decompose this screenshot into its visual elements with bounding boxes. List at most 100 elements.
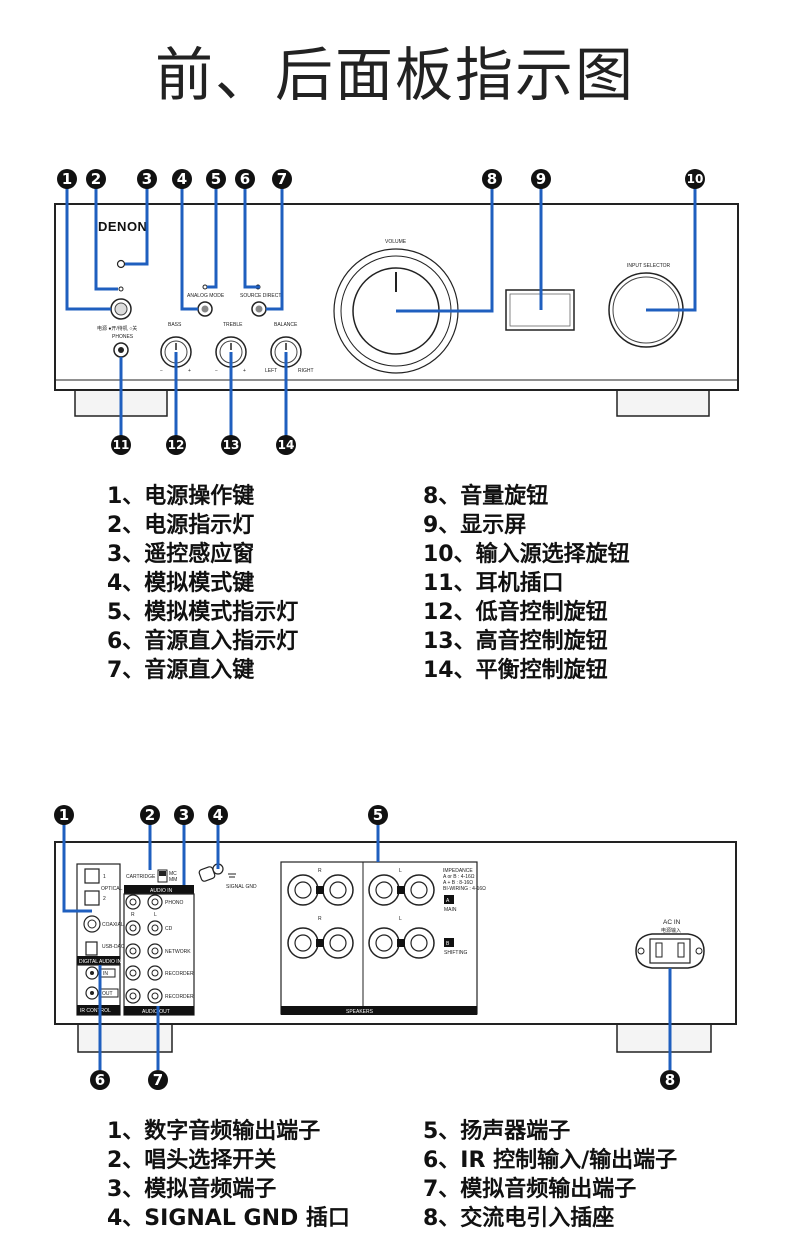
- svg-text:5: 5: [211, 170, 221, 188]
- network-label: NETWORK: [165, 949, 191, 955]
- legend-item: 14、平衡控制旋钮: [423, 658, 608, 683]
- shifting-label: SHIFTING: [444, 950, 467, 956]
- speaker-terminals-a-right[interactable]: [287, 874, 354, 906]
- front-panel: DENON 电源 ●开/待机 ○关 PHONES ANALOG MODE SOU…: [54, 203, 739, 417]
- rear-marker-4: 4: [208, 805, 228, 825]
- front-marker-10: 10: [685, 169, 705, 189]
- front-marker-2: 2: [86, 169, 106, 189]
- svg-text:13: 13: [223, 438, 240, 452]
- legend-item: 11、耳机插口: [423, 571, 564, 596]
- recorder-out-label: RECORDER: [165, 994, 194, 1000]
- speaker-terminals-a-left[interactable]: [368, 874, 435, 906]
- analog-mode-label: ANALOG MODE: [187, 293, 225, 299]
- rear-marker-6: 6: [90, 1070, 110, 1090]
- speaker-terminals-b-right[interactable]: [287, 927, 354, 959]
- svg-text:R: R: [318, 916, 322, 922]
- rca-cd[interactable]: [125, 920, 163, 936]
- svg-text:9: 9: [536, 170, 546, 188]
- svg-text:OUT: OUT: [102, 991, 113, 997]
- rca-phono[interactable]: [125, 894, 163, 910]
- svg-text:3: 3: [142, 170, 152, 188]
- svg-text:BI-WIRING : 4-16Ω: BI-WIRING : 4-16Ω: [443, 886, 486, 892]
- front-marker-11: 11: [111, 435, 131, 455]
- rear-legend-right: 5、扬声器端子 6、IR 控制输入/输出端子 7、模拟音频输出端子 8、交流电引…: [423, 1117, 677, 1233]
- rear-marker-3: 3: [174, 805, 194, 825]
- legend-item: 12、低音控制旋钮: [423, 600, 608, 625]
- front-marker-14: 14: [276, 435, 296, 455]
- balance-label: BALANCE: [274, 322, 298, 328]
- speakers-label: SPEAKERS: [346, 1009, 374, 1015]
- svg-text:14: 14: [278, 438, 295, 452]
- phono-label: PHONO: [165, 900, 183, 906]
- rear-marker-8: 8: [660, 1070, 680, 1090]
- front-marker-12: 12: [166, 435, 186, 455]
- svg-text:LEFT: LEFT: [265, 368, 277, 374]
- front-marker-5: 5: [206, 169, 226, 189]
- svg-text:A or B : 4-16Ω: A or B : 4-16Ω: [443, 874, 475, 880]
- legend-item: 6、音源直入指示灯: [107, 629, 299, 654]
- impedance-label: IMPEDANCE: [443, 868, 473, 874]
- rear-marker-5: 5: [368, 805, 388, 825]
- rca-recorder-out[interactable]: [125, 988, 163, 1004]
- page-title: 前、后面板指示图: [154, 41, 635, 109]
- usb-dac-label: USB-DAC: [102, 944, 125, 950]
- svg-text:L: L: [399, 868, 402, 874]
- front-marker-8: 8: [482, 169, 502, 189]
- rear-marker-1: 1: [54, 805, 74, 825]
- rca-recorder-in[interactable]: [125, 965, 163, 981]
- svg-text:+: +: [188, 368, 191, 374]
- front-legend-left: 1、电源操作键 2、电源指示灯 3、遥控感应窗 4、模拟模式键 5、模拟模式指示…: [107, 482, 298, 685]
- rear-foot-right: [616, 1023, 712, 1053]
- ac-in-cn-label: 电源输入: [661, 927, 681, 934]
- front-marker-13: 13: [221, 435, 241, 455]
- svg-text:12: 12: [168, 438, 185, 452]
- optical-port-2[interactable]: [84, 890, 100, 906]
- rear-foot-left: [77, 1023, 173, 1053]
- legend-item: 5、扬声器端子: [423, 1119, 571, 1144]
- speaker-terminals-b-left[interactable]: [368, 927, 435, 959]
- optical-port-1[interactable]: [84, 868, 100, 884]
- svg-text:1: 1: [59, 806, 69, 824]
- optical-label: OPTICAL: [101, 886, 123, 892]
- svg-text:A: A: [446, 898, 450, 904]
- svg-text:3: 3: [179, 806, 189, 824]
- svg-text:R: R: [318, 868, 322, 874]
- legend-item: 1、电源操作键: [107, 484, 255, 509]
- power-label: 电源 ●开/待机 ○关: [97, 325, 137, 332]
- digital-audio-in-label: DIGITAL AUDIO IN: [79, 959, 122, 965]
- usb-dac-port[interactable]: [85, 941, 98, 956]
- front-legend-right: 8、音量旋钮 9、显示屏 10、输入源选择旋钮 11、耳机插口 12、低音控制旋…: [423, 482, 630, 685]
- audio-in-label: AUDIO IN: [150, 888, 173, 894]
- svg-text:IN: IN: [103, 971, 108, 977]
- svg-text:L: L: [399, 916, 402, 922]
- legend-item: 4、模拟模式键: [107, 571, 255, 596]
- front-marker-4: 4: [172, 169, 192, 189]
- brand-logo: DENON: [98, 219, 147, 234]
- svg-text:6: 6: [240, 170, 250, 188]
- digital-audio-block: [76, 863, 121, 965]
- svg-text:2: 2: [103, 896, 106, 902]
- bass-label: BASS: [168, 322, 182, 328]
- svg-text:4: 4: [213, 806, 223, 824]
- phones-label: PHONES: [112, 334, 134, 340]
- legend-item: 8、交流电引入插座: [423, 1206, 615, 1231]
- svg-text:L: L: [154, 912, 157, 918]
- legend-item: 7、音源直入键: [107, 658, 255, 683]
- legend-item: 2、唱头选择开关: [107, 1148, 277, 1173]
- rear-panel: 1 2 OPTICAL COAXIAL USB-DAC DIGITAL AUDI…: [54, 841, 737, 1053]
- legend-item: 6、IR 控制输入/输出端子: [423, 1148, 678, 1173]
- svg-text:7: 7: [153, 1071, 163, 1089]
- front-markers: 1 2 3 4 5 6 7 8 9 10 11 12 13 14: [57, 169, 705, 455]
- audio-out-label: AUDIO OUT: [142, 1009, 170, 1015]
- rca-network[interactable]: [125, 943, 163, 959]
- signal-gnd-label: SIGNAL GND: [226, 884, 257, 890]
- main-label: MAIN: [444, 907, 457, 913]
- svg-text:MM: MM: [169, 877, 177, 883]
- recorder-label: RECORDER: [165, 971, 194, 977]
- volume-label: VOLUME: [385, 239, 407, 245]
- front-leader-lines: [65, 187, 697, 436]
- svg-text:2: 2: [91, 170, 101, 188]
- svg-text:MC: MC: [169, 871, 177, 877]
- legend-item: 10、输入源选择旋钮: [423, 542, 630, 567]
- front-foot-right: [616, 387, 710, 417]
